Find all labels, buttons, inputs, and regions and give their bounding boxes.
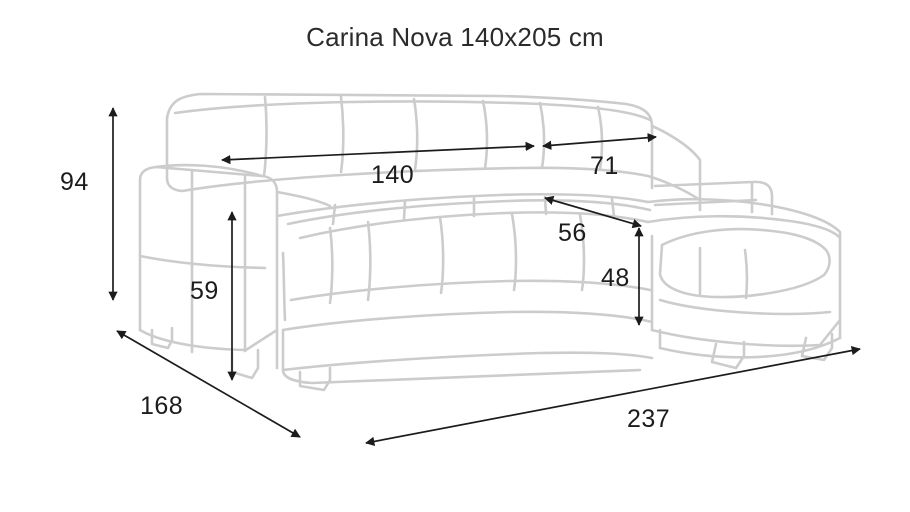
dimension-label-armrest-height: 59 — [190, 277, 219, 305]
sofa-outline — [138, 92, 842, 392]
dimension-label-back-width-corner: 71 — [590, 152, 619, 180]
dimension-line-71 — [542, 133, 657, 150]
dimension-label-overall-length: 237 — [627, 405, 671, 433]
page-title: Carina Nova 140x205 cm — [306, 22, 604, 52]
dimension-line-168 — [116, 330, 301, 438]
dimension-label-back-width-main: 140 — [371, 161, 415, 189]
dimension-line-140 — [221, 141, 535, 165]
dimension-lines — [108, 107, 861, 447]
dimension-label-overall-depth: 168 — [140, 392, 184, 420]
dimension-line-56 — [544, 195, 642, 229]
dimension-label-seat-height: 48 — [601, 264, 630, 292]
dimension-line-237 — [365, 345, 861, 447]
dimension-label-seat-depth: 56 — [558, 219, 587, 247]
dimension-label-overall-height: 94 — [60, 168, 89, 196]
